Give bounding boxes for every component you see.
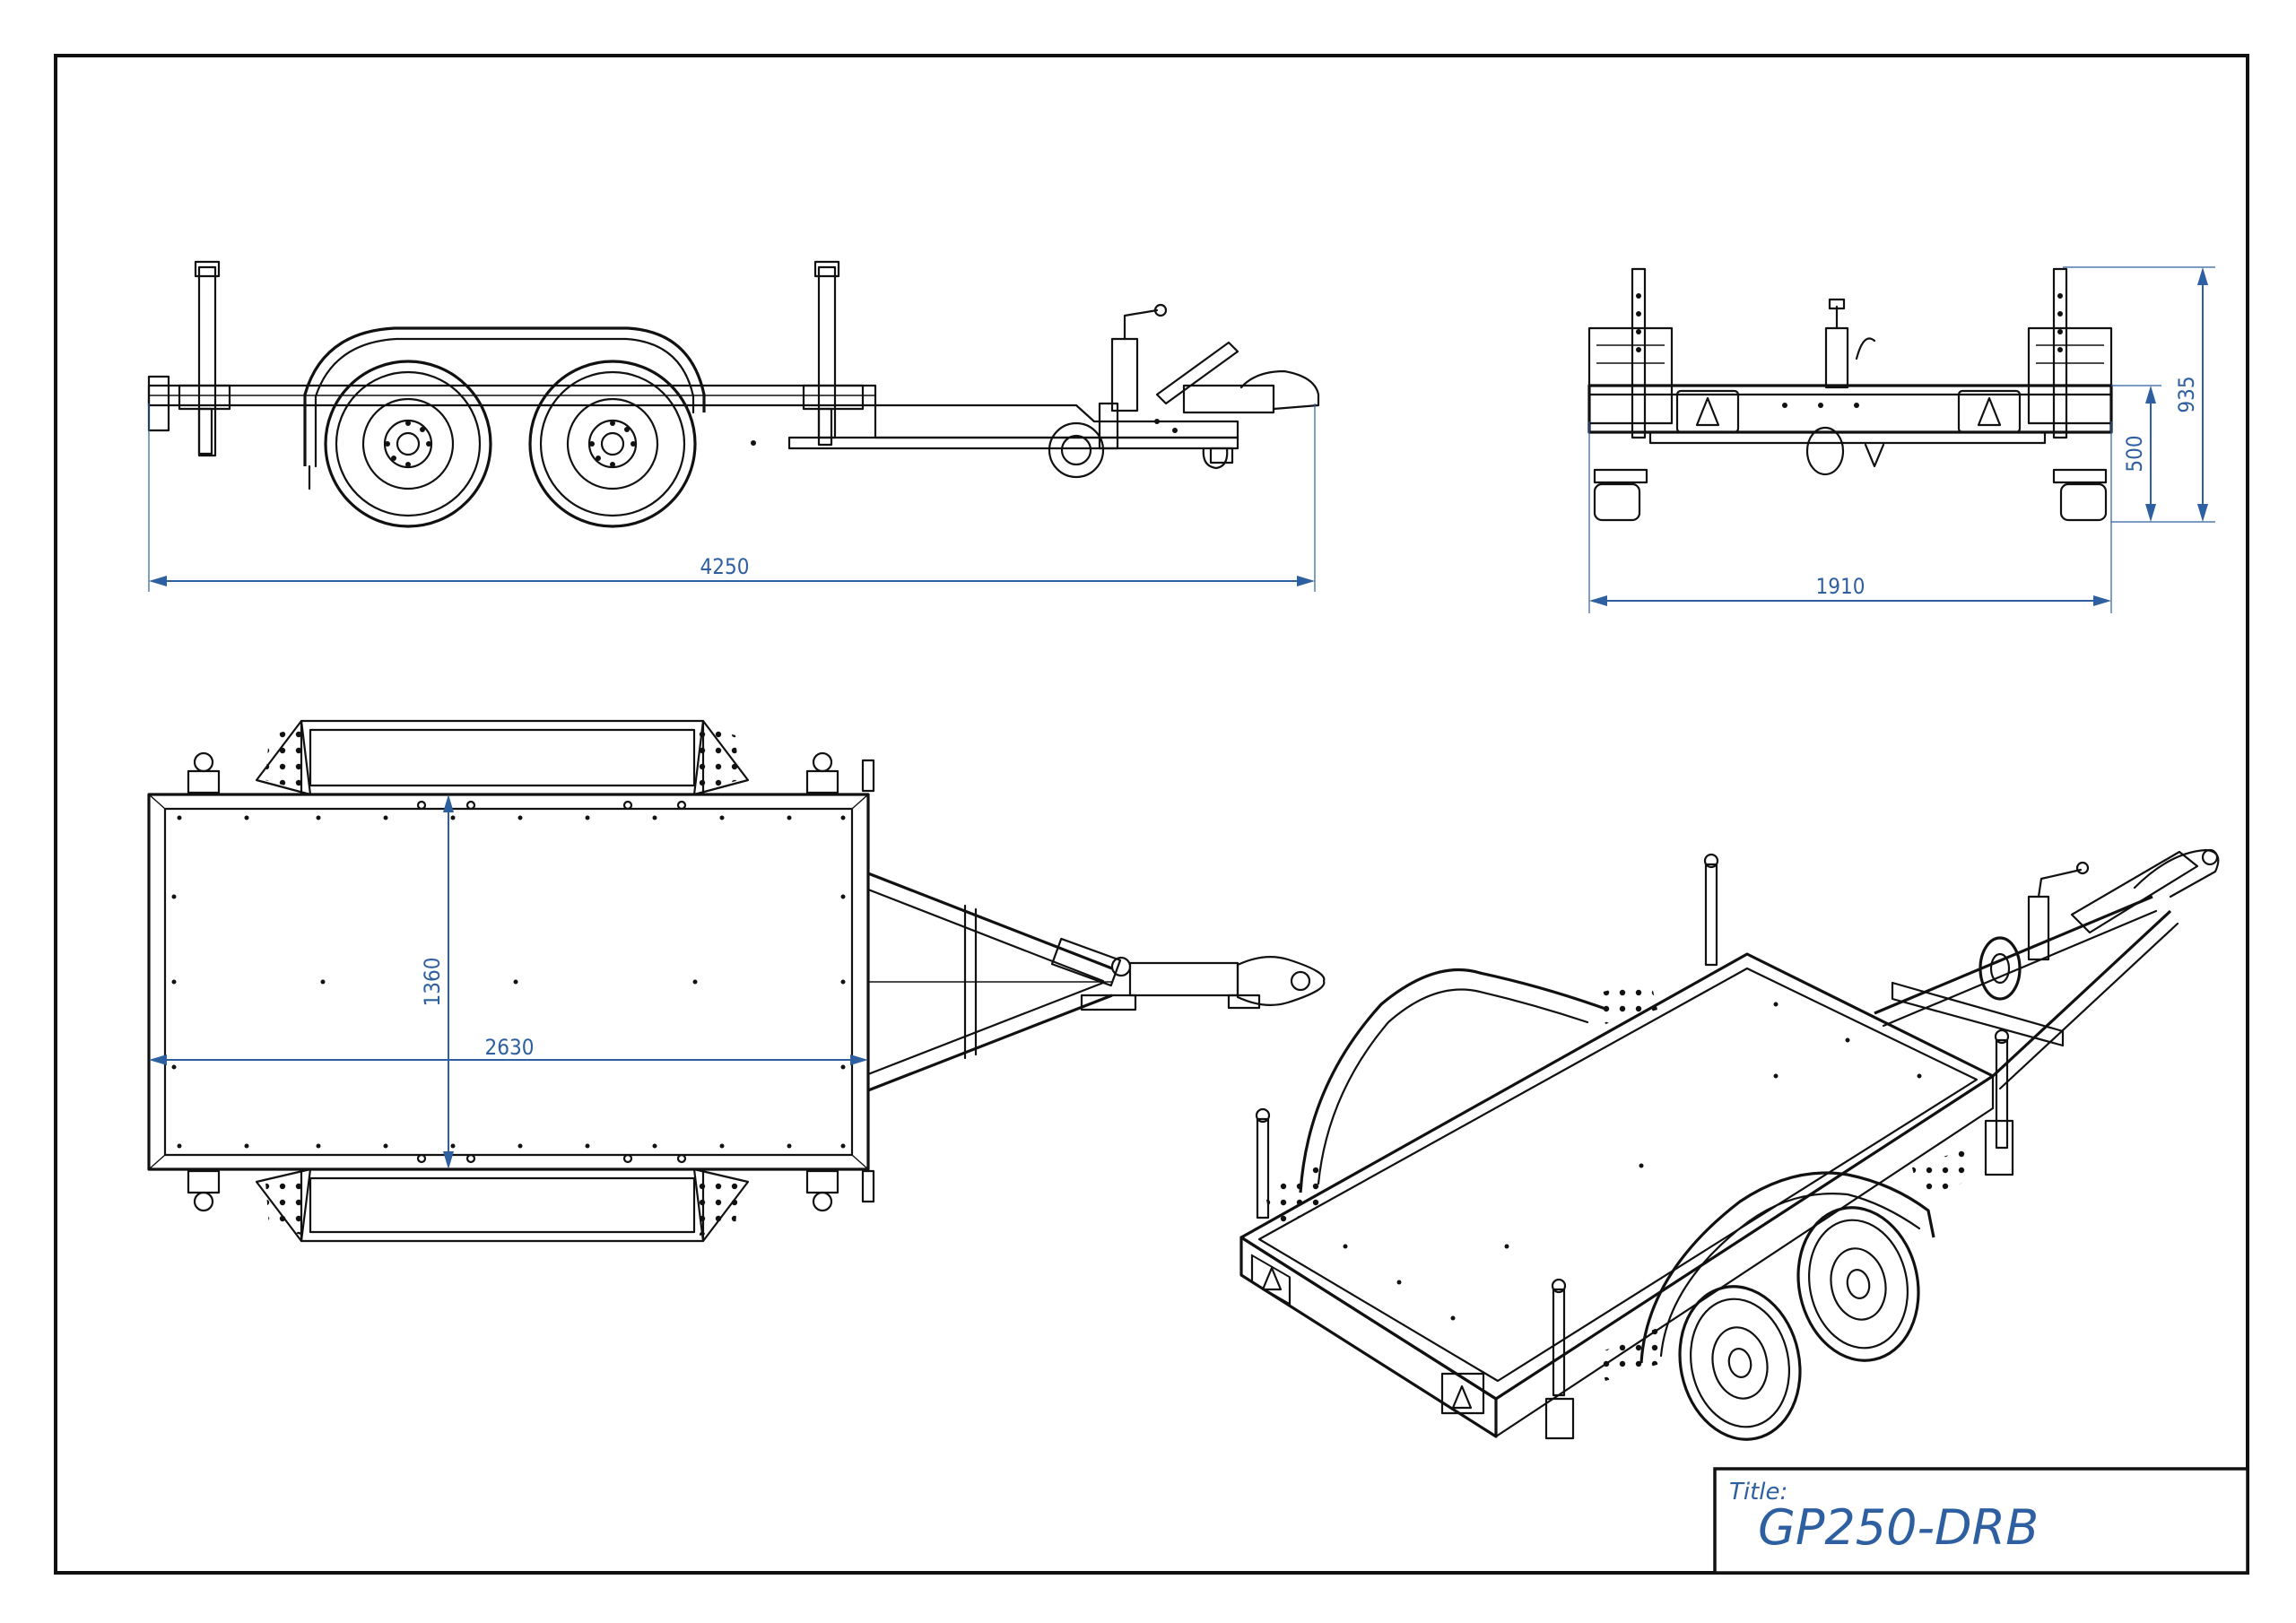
dim-label-side-length: 4250 [700, 554, 750, 579]
title-value: GP250-DRB [1758, 1499, 2039, 1556]
title-block: Title: GP250-DRB [1713, 1467, 2249, 1575]
top-dim-length: 2630 [149, 1035, 868, 1065]
iso-wheel-front [1678, 1285, 1802, 1441]
front-dim-total-height: 935 [2063, 266, 2215, 523]
top-dim-width: 1360 [420, 794, 454, 1169]
isometric-view [1239, 848, 2220, 1441]
top-view: 2630 1360 [147, 719, 1326, 1243]
dim-label-front-total-height: 935 [2174, 376, 2199, 412]
side-wheel-rear [528, 360, 697, 528]
front-light-right [1957, 389, 2022, 434]
title-label: Title: [1729, 1479, 1787, 1506]
side-view: 4250 [147, 260, 1320, 592]
side-dim-length: 4250 [148, 404, 1316, 592]
dim-label-front-width: 1910 [1816, 574, 1866, 599]
dim-label-front-deck-height: 500 [2122, 435, 2147, 472]
dim-label-top-width: 1360 [420, 958, 445, 1007]
dim-label-top-length: 2630 [485, 1035, 535, 1060]
front-dim-width: 1910 [1588, 421, 2112, 613]
side-wheel-front [324, 360, 492, 528]
iso-wheel-rear [1796, 1206, 1920, 1362]
front-view: 1910 935 500 [1587, 266, 2215, 613]
front-light-left [1675, 389, 1740, 434]
sheet-border [54, 54, 2249, 1575]
front-dim-deck-height: 500 [2111, 385, 2161, 522]
